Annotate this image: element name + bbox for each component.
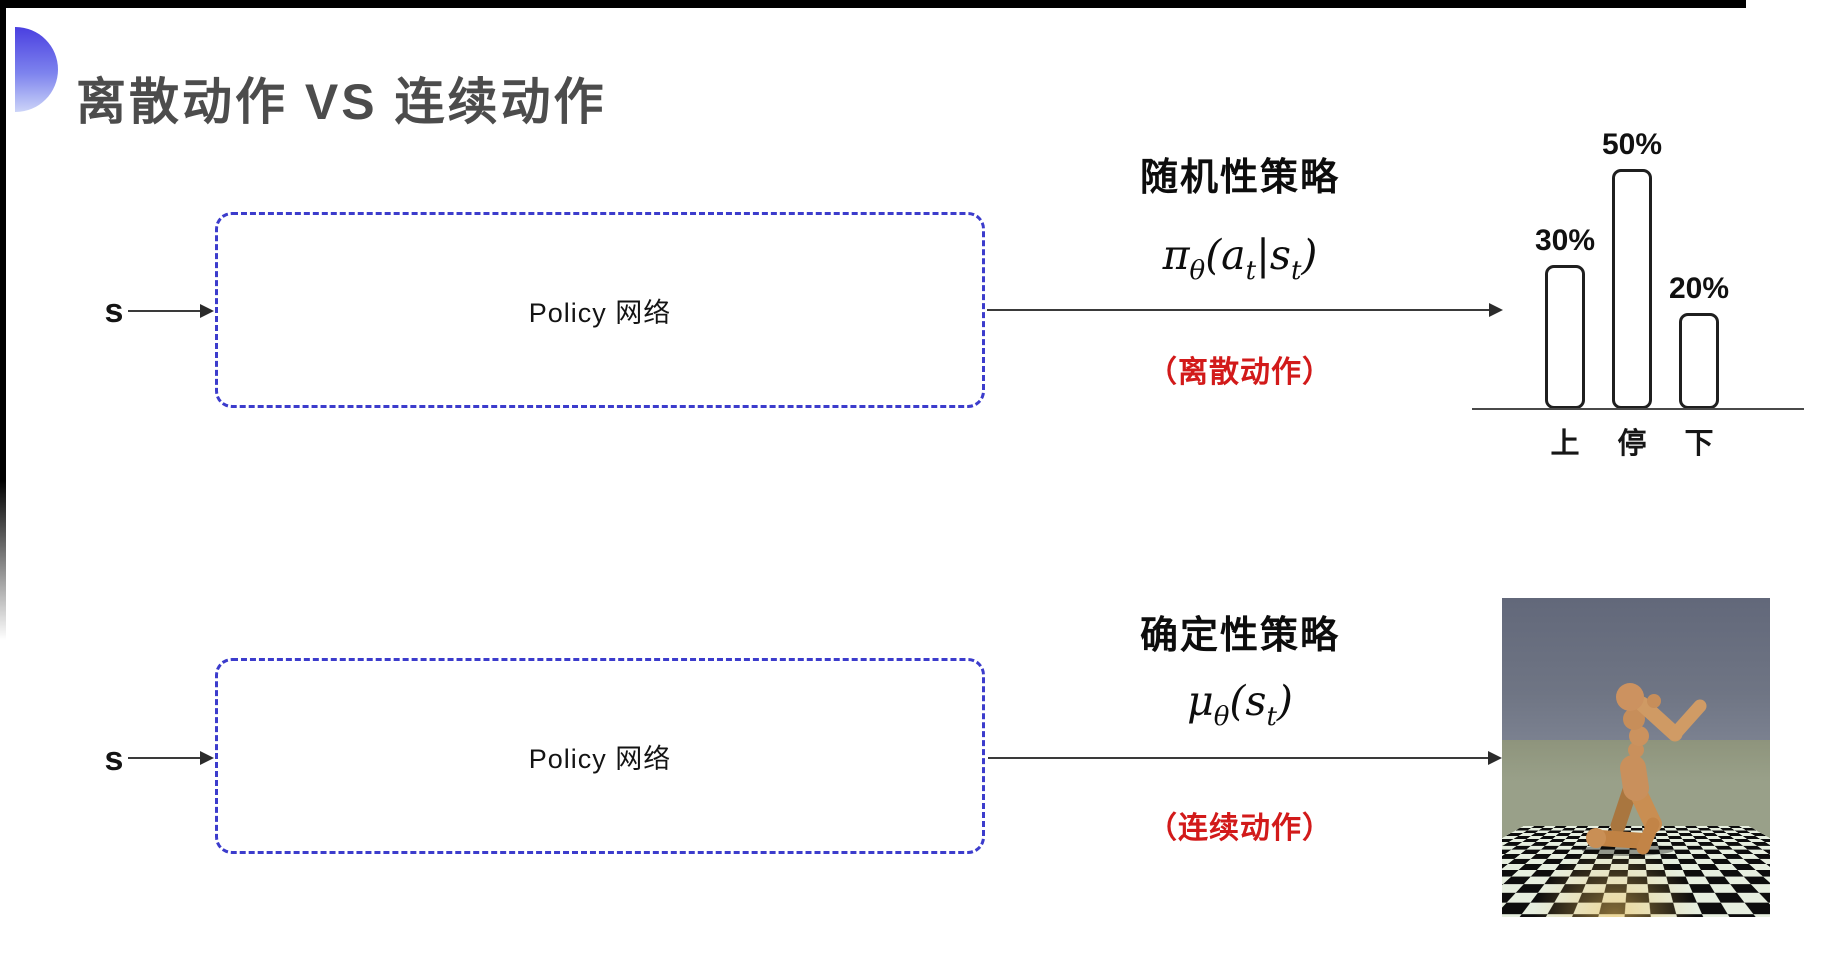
policy-network-box-continuous: Policy 网络 [215,658,985,854]
bar-column: 20% [1669,274,1729,409]
formula-subscript: t [1245,256,1257,286]
state-input-label-continuous: s [104,740,124,778]
formula-symbol: ) [1301,231,1318,279]
bar-column: 50% [1602,130,1662,409]
formula-symbol: (a [1205,231,1246,279]
arrow-state-to-policy-discrete [128,304,214,318]
formula-subscript: θ [1189,256,1206,286]
formula-symbol: μ [1187,677,1214,725]
bar-value-label: 20% [1668,272,1730,305]
formula-subscript: t [1266,702,1277,732]
letterbox-top [0,0,1746,8]
formula-symbol: (s [1229,677,1267,725]
state-input-label-discrete: s [104,292,124,330]
bar-value-label: 30% [1534,224,1596,257]
arrow-policy-to-simulation [988,751,1502,765]
bar-chart-categories: 上停下 [1543,420,1721,462]
formula-subscript: θ [1213,702,1230,732]
deterministic-policy-formula: μθ(st) [1040,677,1440,732]
bar-category-label: 下 [1684,428,1714,460]
arrow-policy-to-distribution [987,303,1503,317]
bar [1612,169,1652,409]
deterministic-policy-title: 确定性策略 [1139,615,1340,657]
formula-subscript: t [1290,256,1302,286]
arrow-state-to-policy-continuous [128,751,214,765]
page-title: 离散动作 VS 连续动作 [76,73,607,130]
bar-chart-bars: 30% 50% 20% [1535,130,1729,409]
bar-value-label: 50% [1601,128,1663,161]
continuous-action-tag: （连续动作） [1147,812,1333,845]
bar [1679,313,1719,409]
bar-category-label: 停 [1617,428,1647,460]
bar-chart-axis [1472,408,1804,410]
formula-symbol: π [1162,231,1190,279]
humanoid-figure [1582,683,1707,856]
mujoco-humanoid-image [1502,598,1770,917]
bar-category-label: 上 [1550,428,1580,460]
letterbox-left [0,0,6,640]
formula-symbol: |s [1256,231,1291,279]
formula-symbol: ) [1276,677,1293,725]
discrete-action-tag: （离散动作） [1147,356,1333,389]
bar-column: 30% [1535,226,1595,409]
policy-network-label: Policy 网络 [528,297,672,328]
stochastic-policy-title: 随机性策略 [1139,157,1340,199]
floor-glow [1530,843,1700,917]
title-accent-ball-icon [15,27,58,112]
bar [1545,265,1585,409]
policy-network-box-discrete: Policy 网络 [215,212,985,408]
stochastic-policy-formula: πθ(at|st) [1040,231,1440,286]
policy-network-label: Policy 网络 [528,743,672,774]
